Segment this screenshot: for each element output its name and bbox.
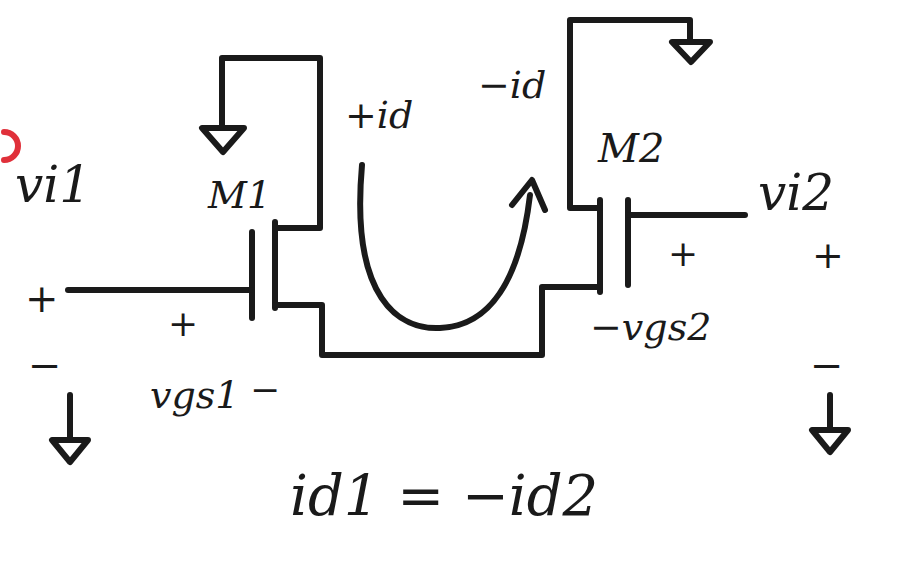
signal-label: + (812, 236, 844, 274)
signal-label: vi1 (15, 160, 91, 210)
signal-label: − (28, 345, 62, 385)
signal-label: vi2 (758, 168, 834, 218)
source-wire (275, 287, 600, 355)
signal-label: M2 (598, 128, 664, 168)
arrow-head (512, 180, 545, 210)
ground-symbol (672, 42, 710, 62)
ground-wire (827, 395, 833, 430)
m1-channel (272, 222, 278, 308)
ground-symbol (812, 430, 848, 452)
ground-wire (67, 395, 73, 440)
signal-label: − (250, 372, 280, 408)
ground-symbol (52, 440, 88, 462)
m1-gate (249, 232, 255, 318)
input-wire (68, 287, 250, 293)
signal-label: +id (345, 96, 413, 134)
current-arrow (360, 165, 530, 328)
signal-label: id1 = −id2 (290, 468, 598, 524)
signal-label: + (668, 236, 698, 272)
input-wire (630, 212, 745, 218)
red-mark (4, 132, 18, 160)
signal-label: + (25, 278, 59, 318)
m2-drain-wire (570, 20, 690, 208)
signal-label: − (810, 345, 844, 385)
signal-label: M1 (208, 176, 271, 214)
signal-label: −vgs2 (590, 308, 711, 346)
signal-label: −id (478, 66, 546, 104)
signal-label: + (168, 306, 198, 342)
signal-label: vgs1 (150, 376, 239, 414)
m2-channel (597, 200, 603, 292)
ground-symbol (202, 128, 244, 152)
